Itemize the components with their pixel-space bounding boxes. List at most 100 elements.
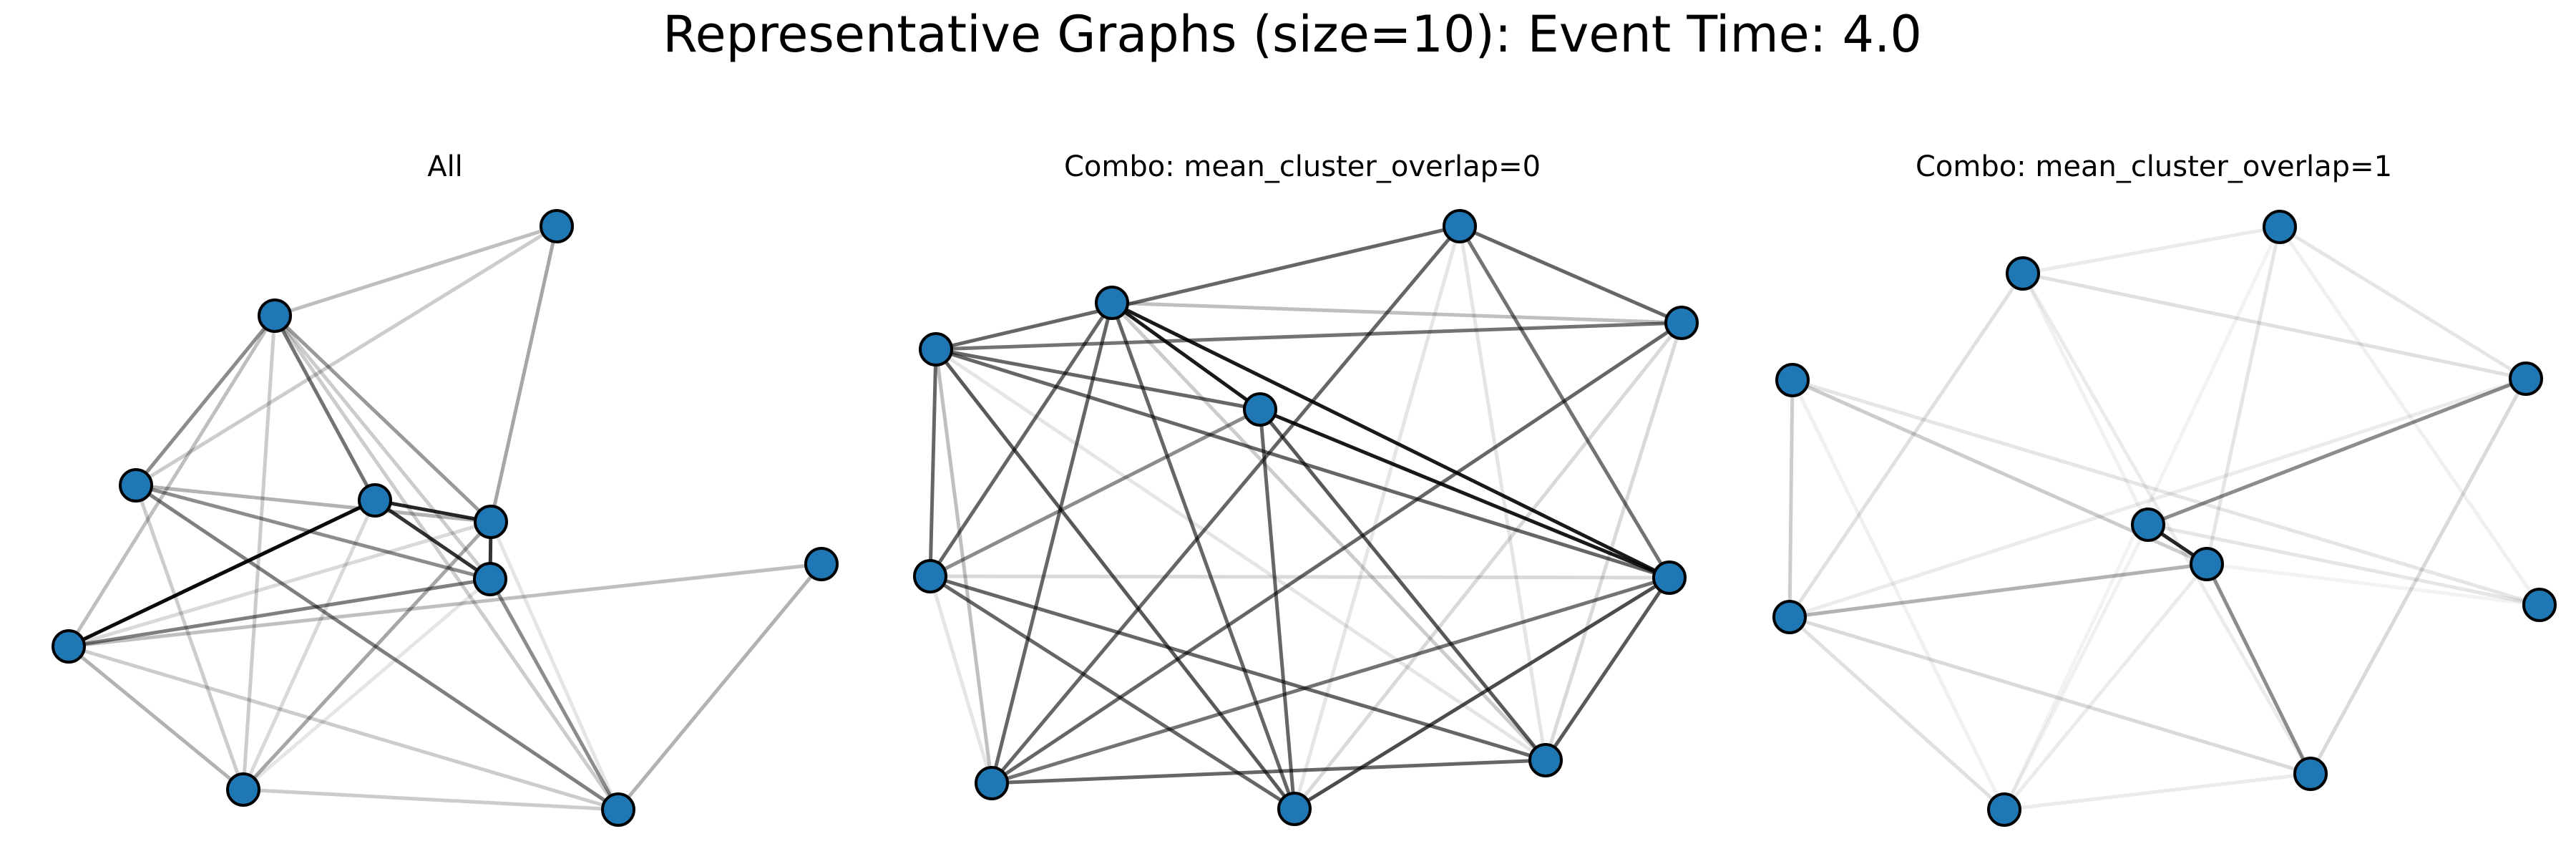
graph-edge xyxy=(134,483,620,812)
graph-edge xyxy=(2021,271,2313,776)
graph-edge xyxy=(67,577,492,649)
graph-edge xyxy=(273,314,377,503)
graph-edge xyxy=(134,483,245,792)
edge-layer xyxy=(928,224,1684,811)
graph-edge xyxy=(1787,615,2313,776)
graph-edge xyxy=(2021,271,2150,527)
edge-layer xyxy=(67,224,824,812)
graph-node xyxy=(2293,757,2328,791)
graph-node xyxy=(2006,256,2040,291)
graph-node xyxy=(473,562,507,596)
graph-edge xyxy=(134,483,493,524)
graph-edge xyxy=(1543,321,1684,762)
graph-edge xyxy=(273,314,493,524)
graph-edge xyxy=(990,301,1114,785)
graph-edge xyxy=(934,347,1262,412)
panel-title: Combo: mean_cluster_overlap=1 xyxy=(1916,150,2392,183)
graph-edge xyxy=(2002,562,2209,812)
graph-node xyxy=(804,547,839,581)
figure-title: Representative Graphs (size=10): Event T… xyxy=(663,5,1922,64)
graph-node xyxy=(601,792,635,827)
graph-edge xyxy=(241,498,377,792)
graph-node xyxy=(358,483,392,518)
graph-edge xyxy=(1258,407,1548,762)
graph-node xyxy=(975,766,1009,800)
graph-node xyxy=(1987,792,2021,827)
graph-edge xyxy=(1787,378,1795,619)
panel-all: All xyxy=(52,150,839,827)
graph-edge xyxy=(2002,523,2150,812)
graph-edge xyxy=(1110,301,1672,580)
graph-edge xyxy=(67,644,620,812)
graph-edge xyxy=(273,314,620,812)
graph-edge xyxy=(489,520,620,812)
panel-title: Combo: mean_cluster_overlap=0 xyxy=(1064,150,1541,183)
graph-edge xyxy=(990,576,1672,785)
graph-edge xyxy=(934,347,1297,811)
graph-edge xyxy=(934,347,1548,762)
graph-edge xyxy=(241,314,277,792)
node-layer xyxy=(1772,210,2557,827)
graph-edge xyxy=(373,498,493,524)
graph-edge xyxy=(990,224,1462,785)
graph-edge xyxy=(1790,378,2006,812)
graph-edge xyxy=(934,224,1462,351)
graph-edge xyxy=(1787,271,2025,619)
graph-edge xyxy=(67,644,245,792)
graph-edge xyxy=(2146,523,2542,607)
graph-node xyxy=(226,772,260,807)
graph-edge xyxy=(1110,301,1297,811)
graph-node xyxy=(1775,363,1810,397)
graph-node xyxy=(1528,743,1563,777)
graph-node xyxy=(474,505,508,539)
graph-edge xyxy=(67,498,377,649)
graph-edge xyxy=(1543,576,1672,762)
graph-edge xyxy=(1258,407,1297,811)
graph-edge xyxy=(273,314,492,581)
graph-node xyxy=(119,468,153,503)
graph-edge xyxy=(1292,224,1462,811)
panel-title: All xyxy=(427,150,463,183)
graph-node xyxy=(1277,792,1312,826)
graph-edge xyxy=(928,574,1672,580)
graph-edge xyxy=(928,574,1548,762)
graph-edge xyxy=(67,314,277,649)
graph-edge xyxy=(2205,225,2282,566)
graph-node xyxy=(258,299,292,333)
graph-edge xyxy=(67,520,493,649)
graph-edge xyxy=(928,407,1262,578)
graph-edge xyxy=(934,321,1684,351)
graph-edge xyxy=(2146,377,2528,527)
graph-node xyxy=(540,209,574,243)
graph-node xyxy=(1652,560,1687,595)
node-layer xyxy=(52,209,839,827)
graph-edge xyxy=(134,483,492,581)
graph-edge xyxy=(1110,301,1684,325)
graph-edge xyxy=(273,224,559,318)
graph-edge xyxy=(2205,562,2313,776)
graph-edge xyxy=(489,224,559,524)
graph-edge xyxy=(1110,301,1548,762)
graph-edge xyxy=(67,562,824,649)
graph-edge xyxy=(1110,301,1262,412)
graph-edge xyxy=(373,498,492,581)
graph-edge xyxy=(241,520,493,792)
node-layer xyxy=(913,209,1699,826)
graph-edge xyxy=(2021,225,2282,276)
graph-edge xyxy=(990,321,1684,785)
graph-edge xyxy=(1292,576,1672,811)
graph-node xyxy=(2509,361,2543,396)
graph-node xyxy=(1095,286,1129,320)
graph-node xyxy=(2190,547,2224,581)
graph-edge xyxy=(2205,562,2542,607)
graph-node xyxy=(1772,600,1807,634)
edge-layer xyxy=(1787,225,2542,812)
graph-node xyxy=(913,559,947,593)
graph-edge xyxy=(1790,378,2542,607)
graph-edge xyxy=(2002,772,2313,812)
graph-edge xyxy=(1787,562,2209,619)
graph-node xyxy=(2263,210,2297,244)
graph-node xyxy=(52,629,86,664)
graph-edge xyxy=(2308,377,2528,776)
